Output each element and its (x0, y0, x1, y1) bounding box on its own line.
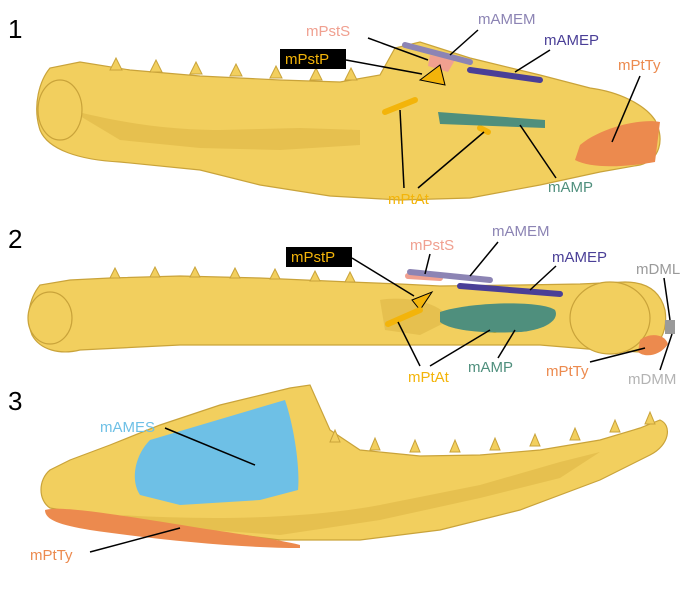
mAMP-mark-1 (438, 112, 545, 128)
label-mDMM-2: mDMM (628, 371, 676, 388)
jaw-bone-3 (40, 384, 668, 541)
label-mAMEP-2: mAMEP (552, 249, 607, 266)
jaw-bone-2 (27, 265, 667, 355)
muscle-markings-2 (385, 269, 675, 356)
mPtAt-mark-2 (385, 307, 423, 327)
labels-1: mPstS mAMEM mAMEP mPstP mPtTy mPtAt mAMP (280, 11, 661, 208)
mAMEP-mark-2 (457, 283, 563, 297)
label-mPtAt-1: mPtAt (388, 191, 430, 208)
mAMP-mark-2 (440, 303, 556, 333)
mDML-mark-2 (665, 320, 675, 334)
mPstP-mark-2 (411, 290, 434, 311)
mAMEM-mark-2 (407, 269, 493, 283)
mAMEP-mark-1 (467, 67, 543, 83)
panel-number-2: 2 (8, 224, 22, 254)
label-mPtTy-3: mPtTy (30, 547, 73, 564)
jaw-bone-1 (36, 41, 661, 201)
muscle-markings-1 (382, 42, 660, 167)
mPstS-mark-2 (405, 273, 443, 281)
label-mPtAt-2: mPtAt (408, 369, 450, 386)
mAMEM-mark-1 (402, 42, 473, 65)
panel-number-3: 3 (8, 386, 22, 416)
label-mAMEP-1: mAMEP (544, 32, 599, 49)
label-mPstP-2: mPstP (291, 249, 335, 266)
panel-2: 2 mPstS mAMEM mAMEP mPstP mDML (8, 223, 680, 388)
panel-number-1: 1 (8, 14, 22, 44)
label-mAMP-2: mAMP (468, 359, 513, 376)
mPtTy-mark-3 (45, 508, 300, 548)
label-mPstP-1: mPstP (285, 51, 329, 68)
label-mAMEM-2: mAMEM (492, 223, 550, 240)
label-mAMEM-1: mAMEM (478, 11, 536, 28)
mPtTy-mark-1 (575, 121, 660, 167)
label-mPtTy-2: mPtTy (546, 363, 589, 380)
labels-2: mPstS mAMEM mAMEP mPstP mDML mDMM mPtAt … (286, 223, 680, 388)
mPtAt-mark-1b (477, 125, 491, 135)
mPstP-label-box-1 (280, 49, 346, 69)
label-mPstS-1: mPstS (306, 23, 350, 40)
mPstP-label-box-2 (286, 247, 352, 267)
label-mPtTy-1: mPtTy (618, 57, 661, 74)
label-mDML-2: mDML (636, 261, 680, 278)
panel-1: 1 mPstS mAMEM mAMEP mPstP mPtTy mPtAt m (8, 11, 661, 208)
mAMES-mark-3 (134, 400, 299, 505)
muscle-markings-3 (45, 400, 300, 548)
label-mPstS-2: mPstS (410, 237, 454, 254)
labels-3: mAMES mPtTy (30, 419, 256, 564)
panel-3: 3 mAMES mPtTy (8, 384, 668, 564)
mPtAt-mark-1 (382, 97, 418, 115)
label-mAMP-1: mAMP (548, 179, 593, 196)
mPstP-mark-1 (418, 64, 446, 86)
mPtTy-mark-2 (638, 335, 668, 356)
label-mAMES-3: mAMES (100, 419, 155, 436)
